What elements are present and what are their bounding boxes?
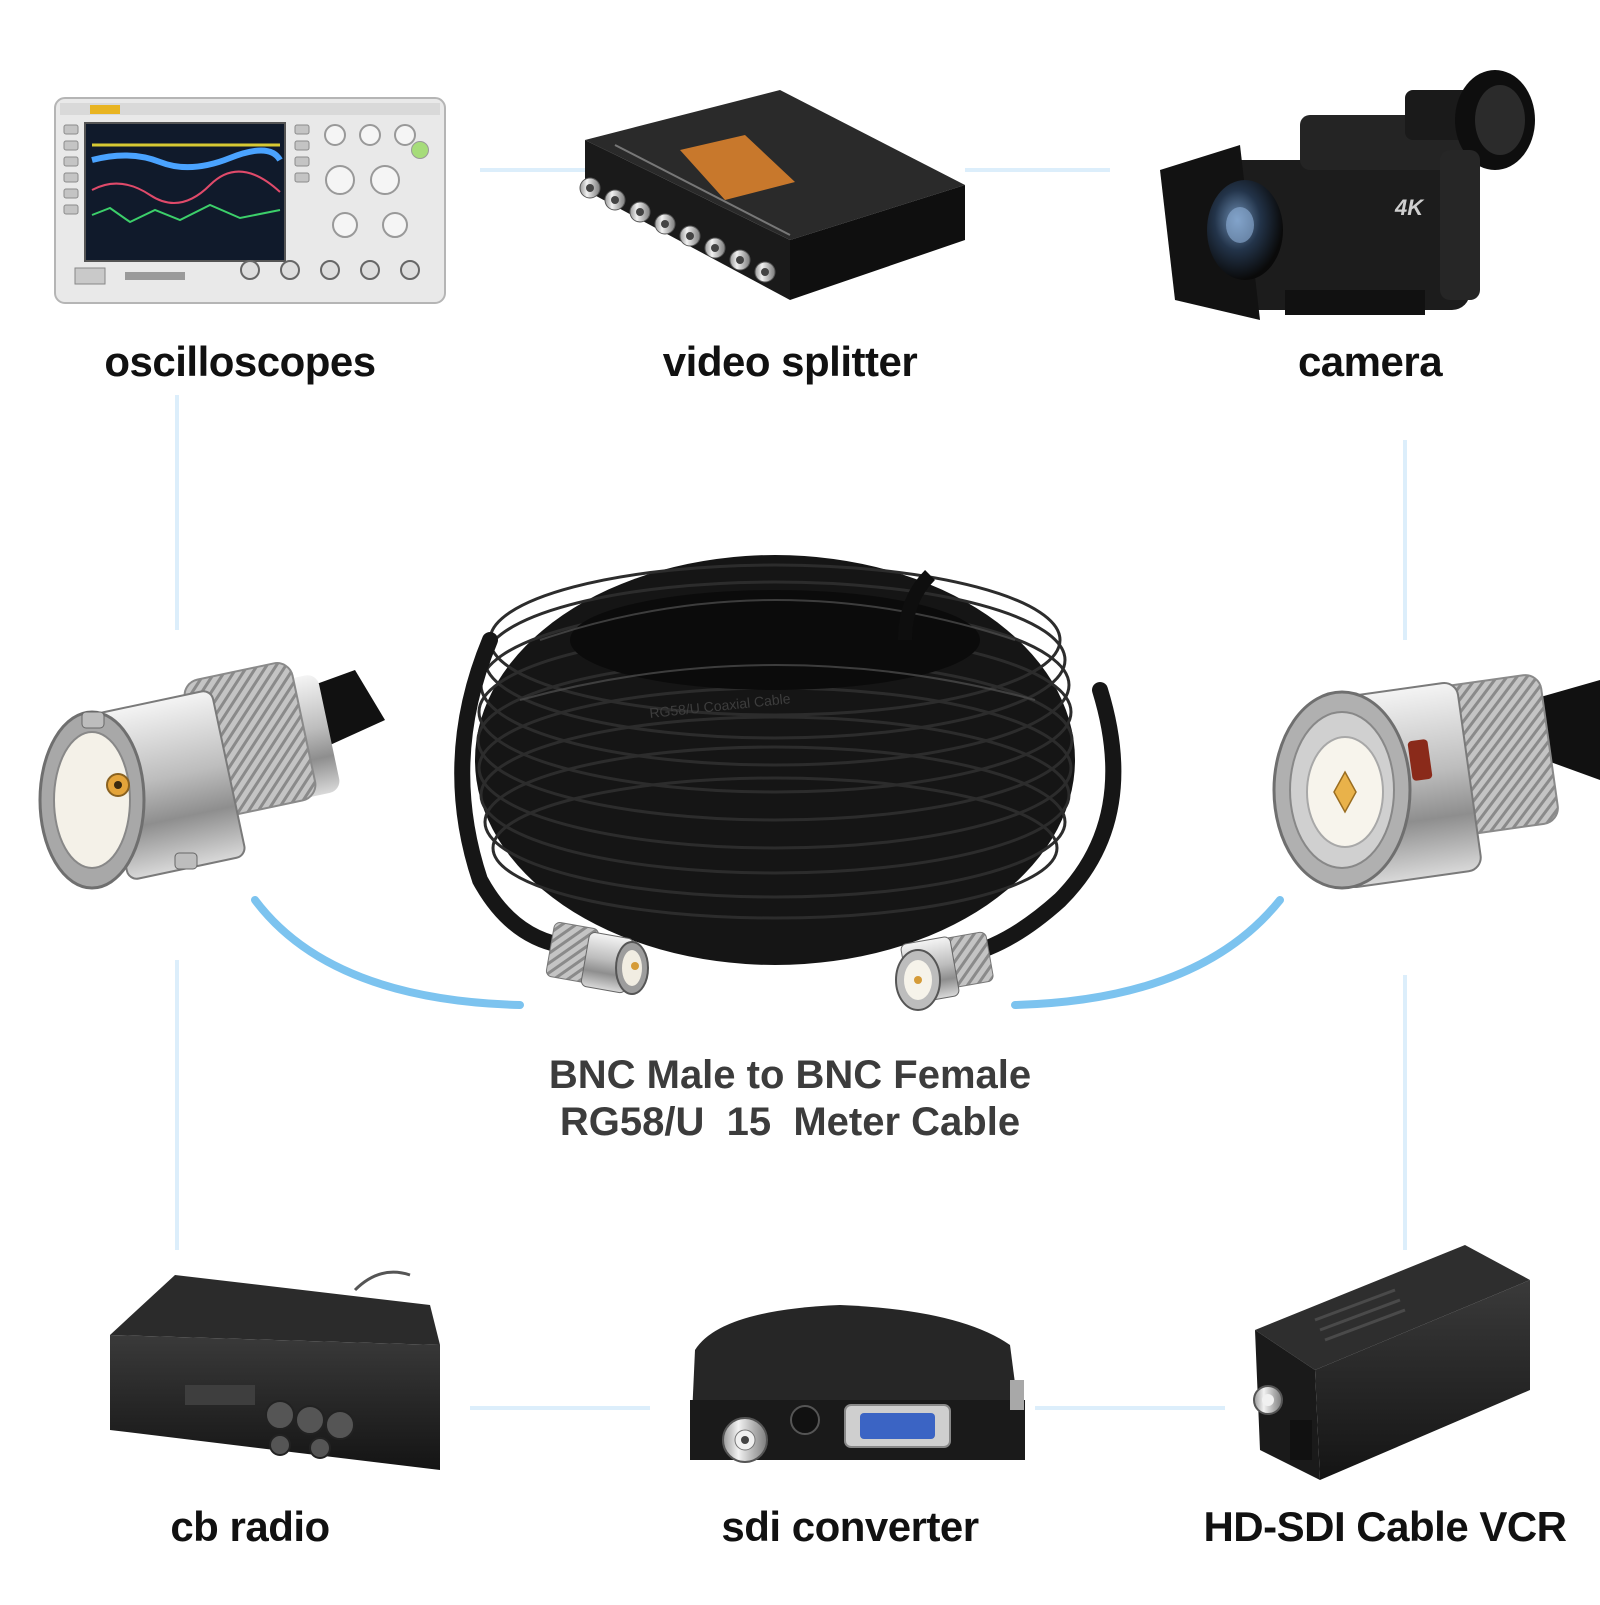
label-sdi-converter: sdi converter xyxy=(721,1503,979,1550)
label-video-splitter: video splitter xyxy=(662,338,918,385)
grid-lines xyxy=(175,168,1407,1410)
camcorder-icon: 4K xyxy=(1160,70,1535,320)
cable-bnc-female-end-icon xyxy=(545,922,649,995)
coiled-cable-icon: RG58/U Coaxial Cable xyxy=(454,555,1122,1011)
bnc-male-connector-icon xyxy=(1272,674,1600,890)
label-cb-radio: cb radio xyxy=(170,1503,330,1550)
svg-text:4K: 4K xyxy=(1394,195,1425,220)
bnc-female-connector-icon xyxy=(38,662,385,890)
splitter-bnc-ports xyxy=(579,177,776,283)
oscilloscope-icon xyxy=(54,97,446,304)
label-oscilloscopes: oscilloscopes xyxy=(104,338,376,385)
connector-arcs xyxy=(251,896,1284,1009)
video-splitter-icon xyxy=(579,90,965,300)
product-caption-line2: RG58/U 15 Meter Cable xyxy=(559,1100,1021,1144)
label-hd-sdi-cable-vcr: HD-SDI Cable VCR xyxy=(1203,1503,1567,1550)
label-camera: camera xyxy=(1297,338,1443,385)
vcr-bnc-port-icon xyxy=(1253,1385,1283,1415)
cable-bnc-male-end-icon xyxy=(895,931,994,1011)
hd-sdi-vcr-icon xyxy=(1253,1245,1530,1480)
sdi-bnc-port-icon xyxy=(722,1417,768,1463)
product-caption: BNC Male to BNC Female RG58/U 15 Meter C… xyxy=(400,1052,1180,1146)
product-caption-line1: BNC Male to BNC Female xyxy=(548,1053,1032,1097)
cb-radio-icon xyxy=(110,1270,440,1470)
sdi-converter-icon xyxy=(690,1305,1025,1463)
